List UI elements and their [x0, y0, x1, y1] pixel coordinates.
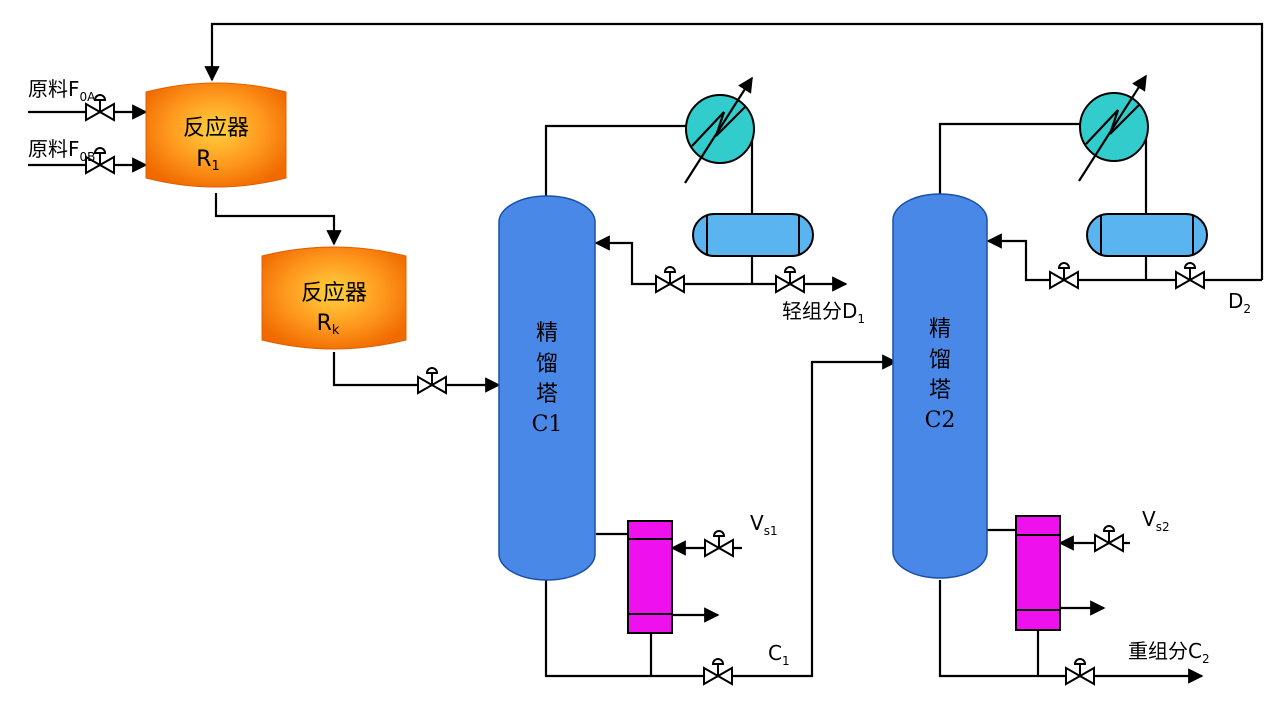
d1-label: 轻组分D1	[782, 299, 865, 326]
svg-text:R1: R1	[196, 147, 220, 174]
c1-product-label: C1	[768, 641, 790, 668]
c1-bottom-line	[544, 354, 898, 678]
column-c2-id: C2	[925, 408, 956, 433]
column-c1-id: C1	[532, 412, 563, 437]
c2-reflux-line	[986, 233, 1146, 282]
feed-b-label: 原料F0B	[28, 137, 95, 164]
reboiler-c2[interactable]	[1015, 515, 1061, 631]
reactor-rk-name: 反应器	[301, 281, 367, 306]
svg-text:Rk: Rk	[317, 311, 340, 338]
column-c1-char-2: 馏	[536, 352, 558, 377]
d2-valve[interactable]	[1175, 262, 1205, 289]
rk-to-c1-line	[332, 352, 501, 393]
c1-overhead-line	[544, 124, 688, 196]
c2-bottom-line	[938, 580, 1204, 684]
reflux-drum-c2[interactable]	[1086, 213, 1208, 257]
c2-product-label: 重组分C2	[1128, 639, 1210, 666]
reactor-r1-name: 反应器	[183, 116, 249, 141]
vs1-valve[interactable]	[704, 530, 734, 557]
reactor-r1-sub: 1	[212, 159, 220, 174]
c1-reflux-line	[594, 235, 752, 286]
column-c1-char-1: 精	[536, 321, 558, 346]
reflux-drum-c1[interactable]	[692, 213, 814, 257]
recycle-line	[204, 22, 1264, 280]
c1-feed-valve[interactable]	[417, 367, 447, 394]
reactor-rk[interactable]: 反应器 Rk	[261, 246, 407, 350]
feed-a-label: 原料F0A	[28, 77, 96, 104]
reactor-rk-id: R	[317, 311, 332, 336]
condenser-c1[interactable]	[684, 76, 755, 184]
vs2-valve[interactable]	[1094, 525, 1124, 552]
column-c2-char-2: 馏	[929, 348, 951, 373]
column-c2-char-3: 塔	[929, 378, 951, 403]
reactor-rk-sub: k	[332, 323, 340, 338]
d1-valve[interactable]	[775, 266, 805, 293]
reactor-r1[interactable]: 反应器 R1	[145, 82, 287, 188]
c2-bottom-valve[interactable]	[1065, 658, 1095, 685]
column-c2[interactable]: 精 馏 塔 C2	[892, 193, 988, 579]
vs2-label: Vs2	[1142, 507, 1170, 534]
c1-bottom-valve[interactable]	[703, 658, 733, 685]
r1-to-rk-line	[214, 193, 342, 246]
reactor-r1-id: R	[196, 147, 211, 172]
c2-overhead-line	[938, 122, 1082, 196]
reboiler-c1[interactable]	[627, 520, 673, 634]
column-c1[interactable]: 精 馏 塔 C1	[498, 195, 596, 581]
c2-reflux-valve[interactable]	[1049, 262, 1079, 289]
vs1-label: Vs1	[750, 511, 778, 538]
condenser-c2[interactable]	[1078, 74, 1149, 182]
c1-reflux-valve[interactable]	[655, 266, 685, 293]
column-c2-char-1: 精	[929, 317, 951, 342]
d2-label: D2	[1228, 289, 1251, 316]
column-c1-char-3: 塔	[536, 382, 558, 407]
